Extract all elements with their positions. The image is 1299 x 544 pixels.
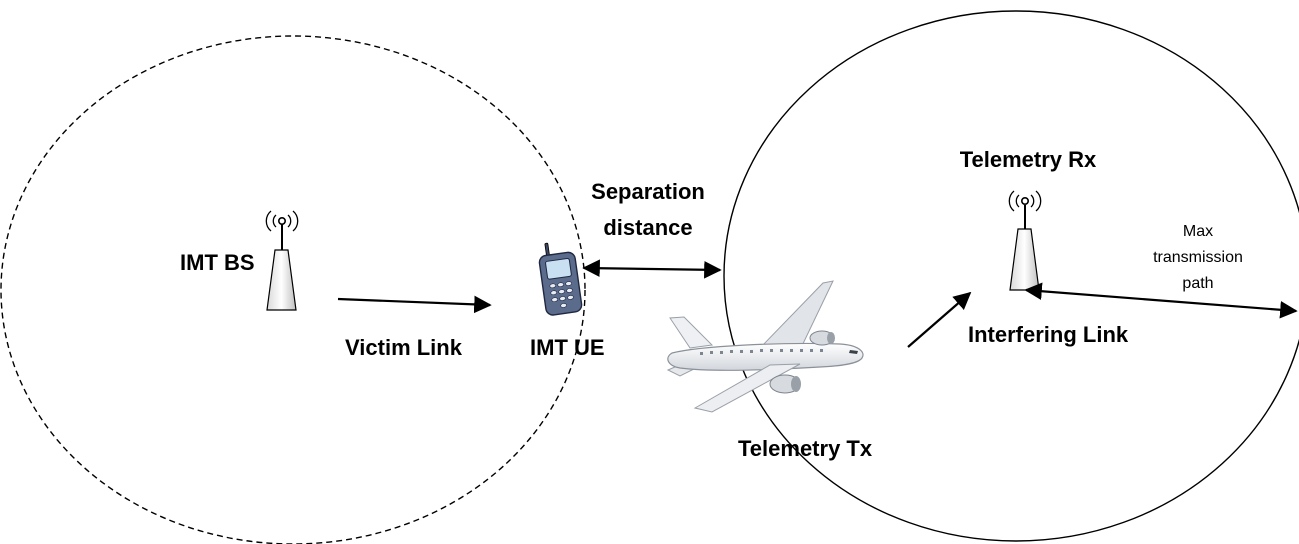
imt-bs-antenna-tower-icon	[265, 210, 299, 311]
separation-distance-label-line1: Separation	[591, 179, 705, 204]
imt-ue-mobile-phone-icon	[538, 242, 583, 316]
max-transmission-path-arrow	[1024, 282, 1298, 319]
imt-bs-label: IMT BS	[180, 250, 255, 275]
telemetry-rx-antenna-tower-icon	[1008, 190, 1042, 291]
imt-coverage-area	[0, 35, 586, 544]
telemetry-rx-label: Telemetry Rx	[960, 147, 1097, 172]
victim-link-arrow	[337, 295, 492, 314]
telemetry-tx-label: Telemetry Tx	[738, 436, 873, 461]
interfering-link-label: Interfering Link	[968, 322, 1129, 347]
imt-ue-label: IMT UE	[530, 335, 605, 360]
interfering-link-arrow	[907, 291, 972, 348]
max-transmission-path-label-line2: transmission	[1153, 249, 1243, 266]
separation-distance-label-line2: distance	[603, 215, 692, 240]
victim-link-label: Victim Link	[345, 335, 463, 360]
separation-distance-arrow	[582, 259, 722, 279]
telemetry-coverage-area	[723, 10, 1299, 542]
telemetry-tx-airplane-icon	[666, 280, 864, 413]
max-transmission-path-label-line3: path	[1182, 275, 1213, 292]
max-transmission-path-label-line1: Max	[1183, 223, 1213, 240]
